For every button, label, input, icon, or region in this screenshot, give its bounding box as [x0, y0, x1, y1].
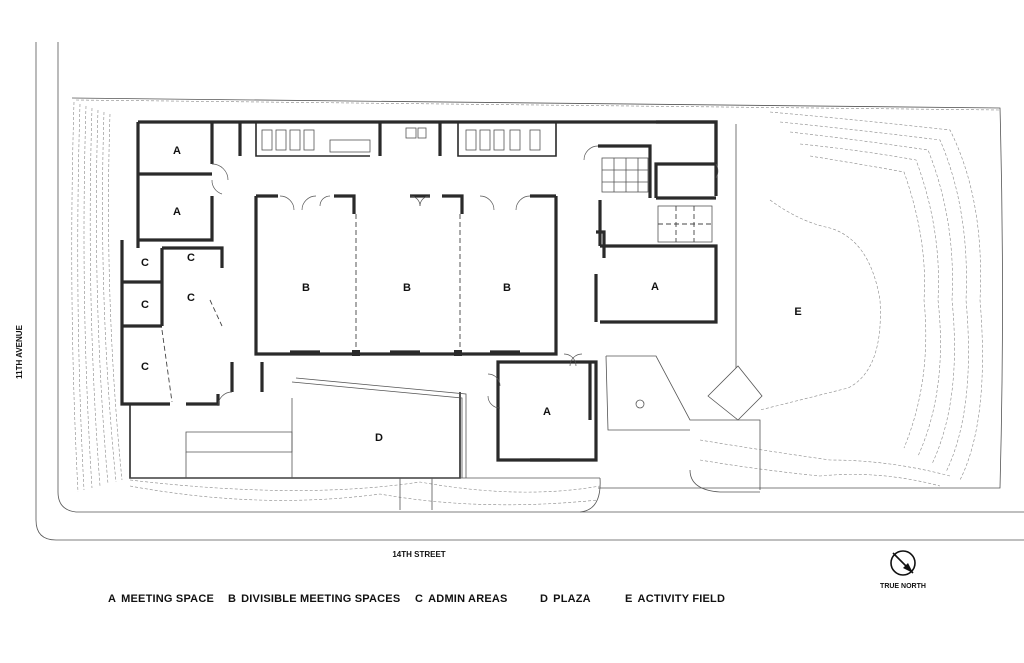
legend-code: D — [540, 593, 549, 605]
plaza — [129, 377, 601, 513]
operable-partitions — [161, 214, 461, 403]
room-label-b: B — [503, 282, 511, 294]
windows — [290, 350, 560, 462]
doors — [211, 145, 719, 409]
room-label-a: A — [543, 406, 551, 418]
legend-label: PLAZA — [553, 593, 591, 605]
street-label: 14TH STREET — [392, 550, 445, 559]
room-label-a: A — [173, 145, 181, 157]
legend-label: ADMIN AREAS — [428, 593, 508, 605]
room-label-a: A — [173, 206, 181, 218]
room-label-c: C — [141, 299, 149, 311]
room-label-c: C — [141, 257, 149, 269]
room-label-c: C — [141, 361, 149, 373]
room-label-c: C — [187, 292, 195, 304]
legend-code: A — [108, 593, 117, 605]
north-arrow-icon: TRUE NORTH — [880, 550, 926, 590]
room-label-a: A — [651, 281, 659, 293]
storage-racks — [601, 157, 713, 243]
legend-item-admin-areas: C ADMIN AREAS — [415, 593, 508, 605]
legend-item-meeting-space: A MEETING SPACE — [108, 593, 214, 605]
avenue-label: 11TH AVENUE — [15, 324, 24, 378]
legend-code: E — [625, 593, 633, 605]
room-label-b: B — [403, 282, 411, 294]
legend: A MEETING SPACE B DIVISIBLE MEETING SPACES… — [0, 593, 1024, 613]
terrain-contours — [71, 99, 1001, 506]
building-walls — [120, 120, 718, 462]
legend-code: C — [415, 593, 424, 605]
legend-item-divisible-meeting-spaces: B DIVISIBLE MEETING SPACES — [228, 593, 400, 605]
room-label-d: D — [375, 432, 383, 444]
entry-ramp — [605, 124, 763, 493]
room-label-c: C — [187, 252, 195, 264]
room-label-e: E — [794, 306, 801, 318]
legend-label: DIVISIBLE MEETING SPACES — [241, 593, 401, 605]
restroom-fixtures — [261, 127, 541, 153]
legend-item-plaza: D PLAZA — [540, 593, 591, 605]
legend-item-activity-field: E ACTIVITY FIELD — [625, 593, 725, 605]
north-arrow-label: TRUE NORTH — [880, 583, 926, 590]
room-labels: A A A A B B B C C C C C D E — [141, 145, 802, 444]
legend-label: MEETING SPACE — [121, 593, 215, 605]
legend-label: ACTIVITY FIELD — [637, 593, 726, 605]
site-boundary — [35, 42, 1024, 541]
room-label-b: B — [302, 282, 310, 294]
legend-code: B — [228, 593, 237, 605]
